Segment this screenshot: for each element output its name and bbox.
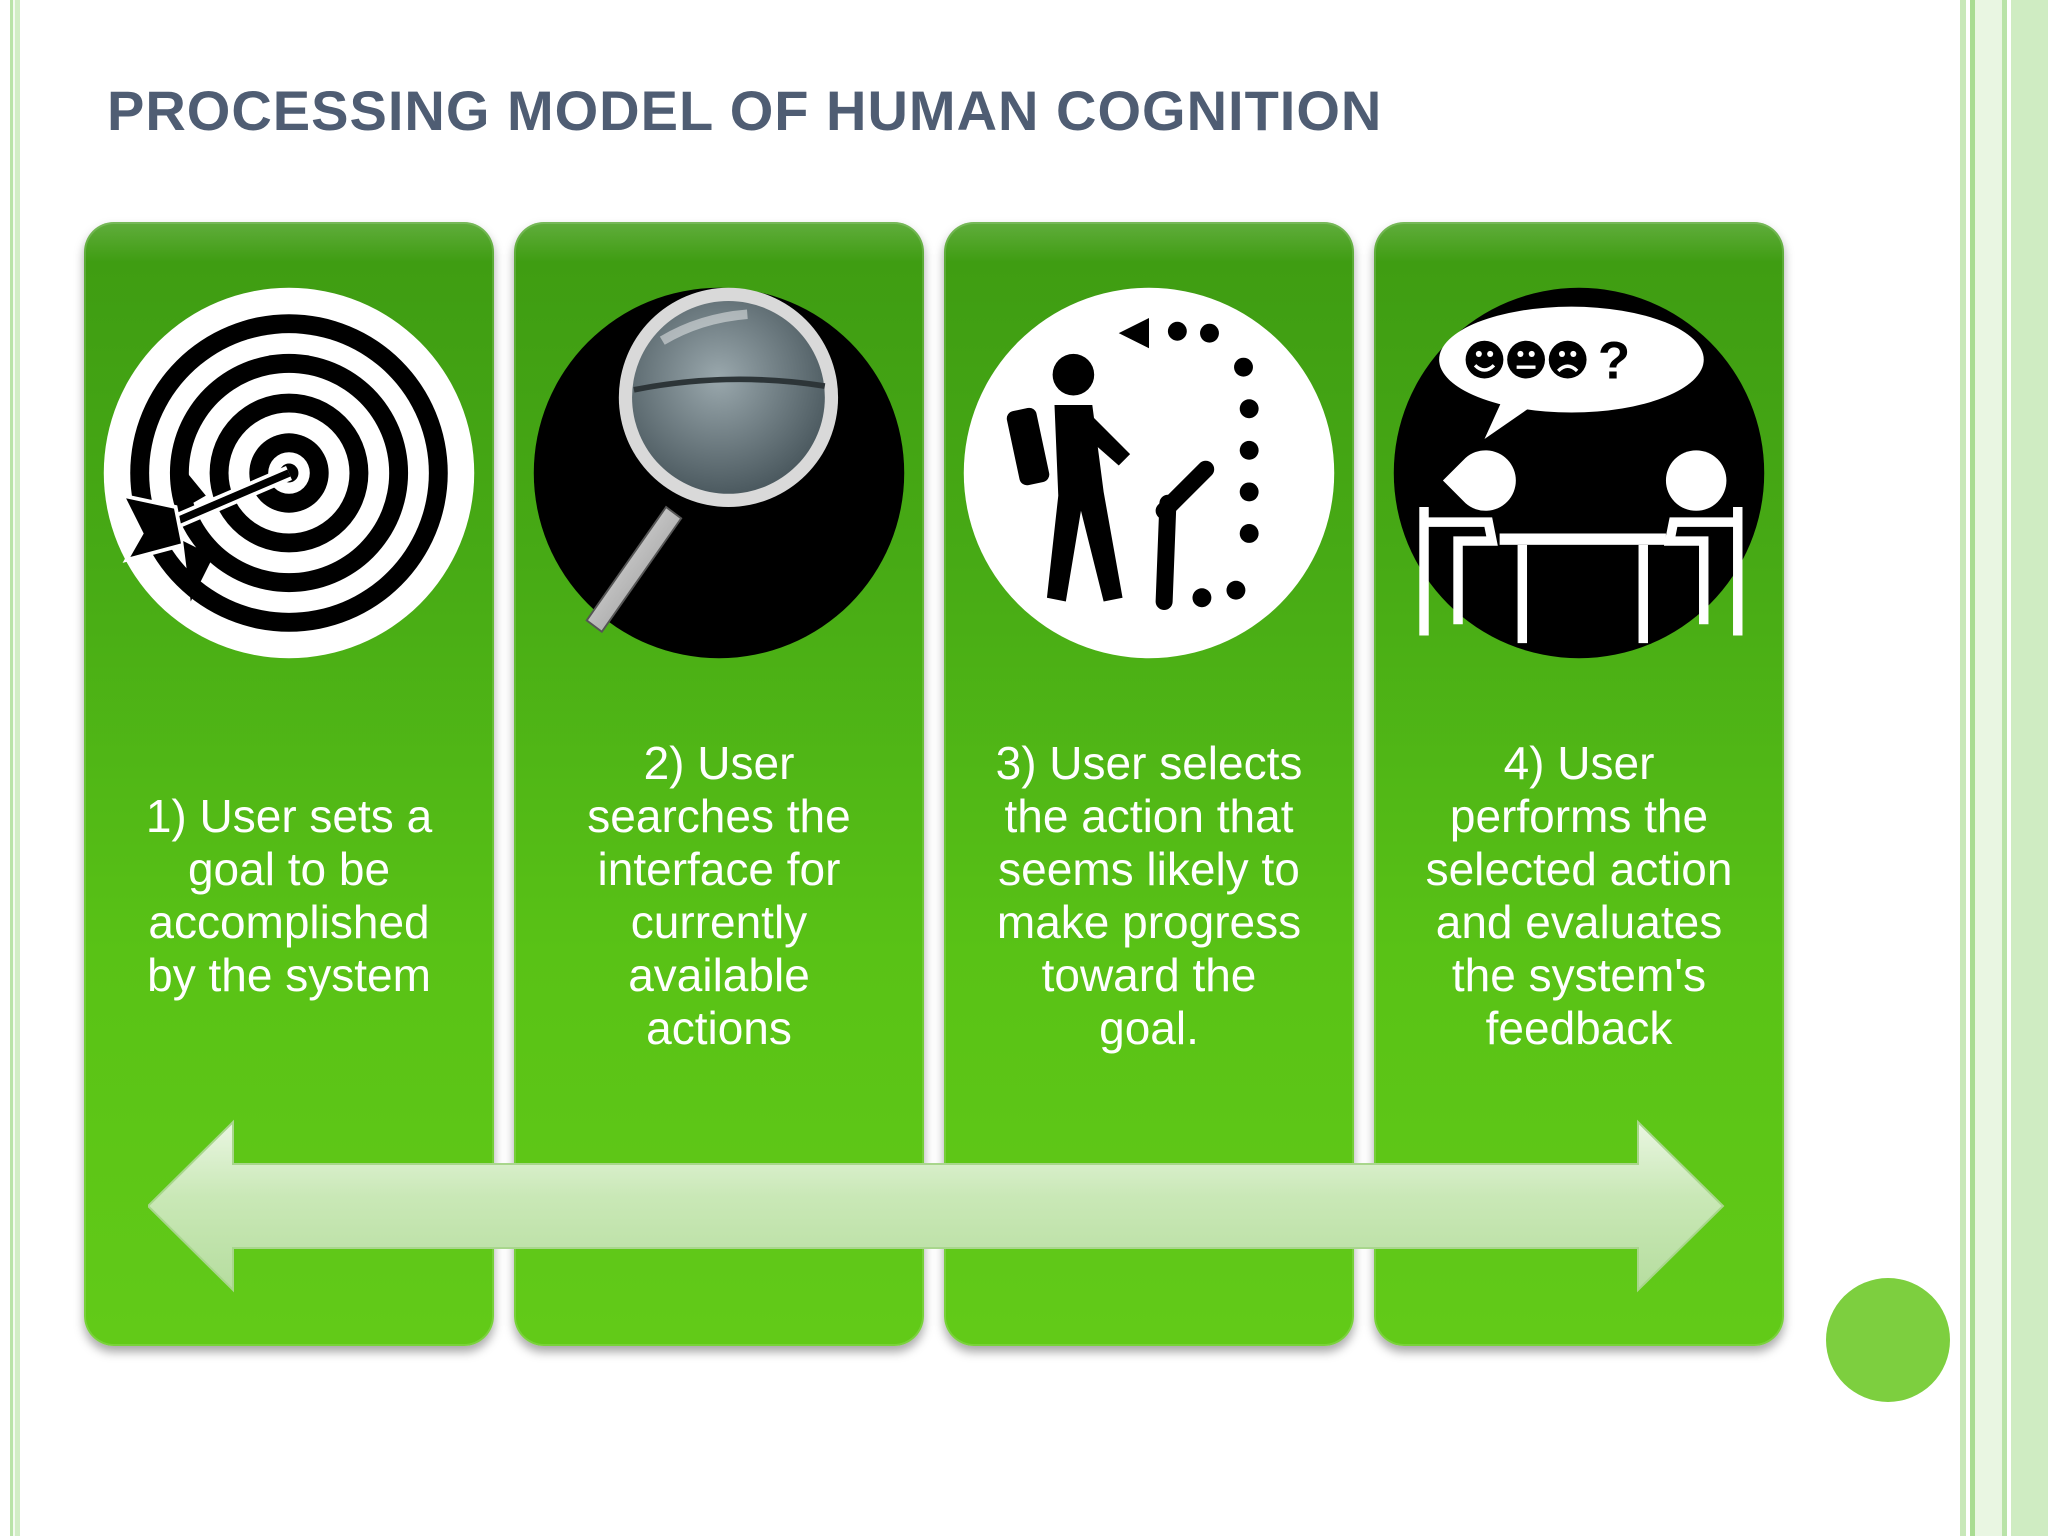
step-1-line: 1) User sets a: [145, 790, 433, 842]
step-4-line: and evaluates: [1435, 896, 1723, 948]
step-2-line: available: [628, 949, 810, 1001]
step-4-line: selected action: [1425, 843, 1733, 895]
step-4-line: the system's: [1451, 949, 1707, 1001]
step-3-line: goal.: [1099, 1002, 1199, 1054]
step-4-line: performs the: [1449, 790, 1709, 842]
step-3-line: 3) User selects: [995, 737, 1303, 789]
left-border-decoration: [0, 0, 28, 1536]
step-1-line: accomplished: [148, 896, 430, 948]
step-3-line: seems likely to: [998, 843, 1300, 895]
right-border-decoration: [1958, 0, 2048, 1536]
step-3-line: toward the: [1041, 949, 1257, 1001]
target-dart-icon: [100, 284, 478, 662]
speech-bubble-question: ?: [1598, 332, 1630, 391]
hiker-path-icon: [960, 284, 1338, 662]
step-2-line: searches the: [587, 790, 851, 842]
step-3-text: 3) User selects the action that seems li…: [954, 737, 1344, 1055]
smiley-face-icons: [1465, 340, 1587, 379]
double-headed-arrow: [148, 1119, 1725, 1293]
step-2-line: interface for: [597, 843, 841, 895]
step-2-line: 2) User: [643, 737, 795, 789]
step-4-text: 4) User performs the selected action and…: [1384, 737, 1774, 1055]
step-1-line: goal to be: [187, 843, 391, 895]
step-panel-3: 3) User selects the action that seems li…: [944, 222, 1354, 1346]
step-2-line: currently: [630, 896, 808, 948]
accent-circle: [1826, 1278, 1950, 1402]
conversation-feedback-icon: ?: [1390, 284, 1768, 662]
step-2-text: 2) User searches the interface for curre…: [524, 737, 914, 1055]
step-1-text: 1) User sets a goal to be accomplished b…: [94, 790, 484, 1002]
step-panel-2: 2) User searches the interface for curre…: [514, 222, 924, 1346]
step-2-line: actions: [646, 1002, 792, 1054]
step-1-line: by the system: [147, 949, 431, 1001]
step-4-line: feedback: [1485, 1002, 1673, 1054]
slide-title: PROCESSING MODEL OF HUMAN COGNITION: [107, 79, 1383, 142]
step-panel-4: ? 4) User performs the selected action a…: [1374, 222, 1784, 1346]
step-panel-1: 1) User sets a goal to be accomplished b…: [84, 222, 494, 1346]
step-4-line: 4) User: [1503, 737, 1655, 789]
magnifying-glass-icon: [530, 284, 908, 662]
step-3-line: make progress: [996, 896, 1302, 948]
step-3-line: the action that: [1004, 790, 1294, 842]
